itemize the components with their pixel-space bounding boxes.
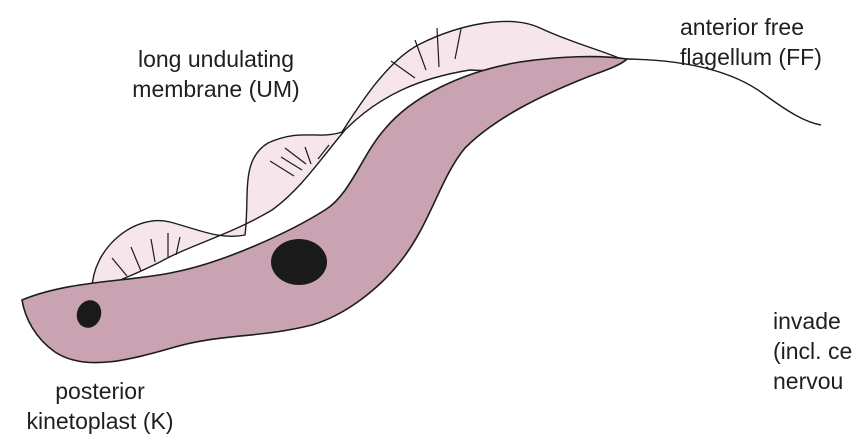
undulating-membrane-label: long undulating membrane (UM) [106,44,326,104]
kinetoplast-label: posterior kinetoplast (K) [0,376,200,436]
nucleus [271,239,327,285]
flagellum-label: anterior free flagellum (FF) [680,12,822,72]
invades-label: invade (incl. ce nervou [773,306,852,396]
label-line: (incl. ce [773,336,852,366]
label-line: invade [773,306,852,336]
label-line: flagellum (FF) [680,42,822,72]
label-line: anterior free [680,12,822,42]
label-line: posterior [0,376,200,406]
label-line: kinetoplast (K) [0,406,200,436]
label-line: long undulating [106,44,326,74]
label-line: membrane (UM) [106,74,326,104]
label-line: nervou [773,366,852,396]
